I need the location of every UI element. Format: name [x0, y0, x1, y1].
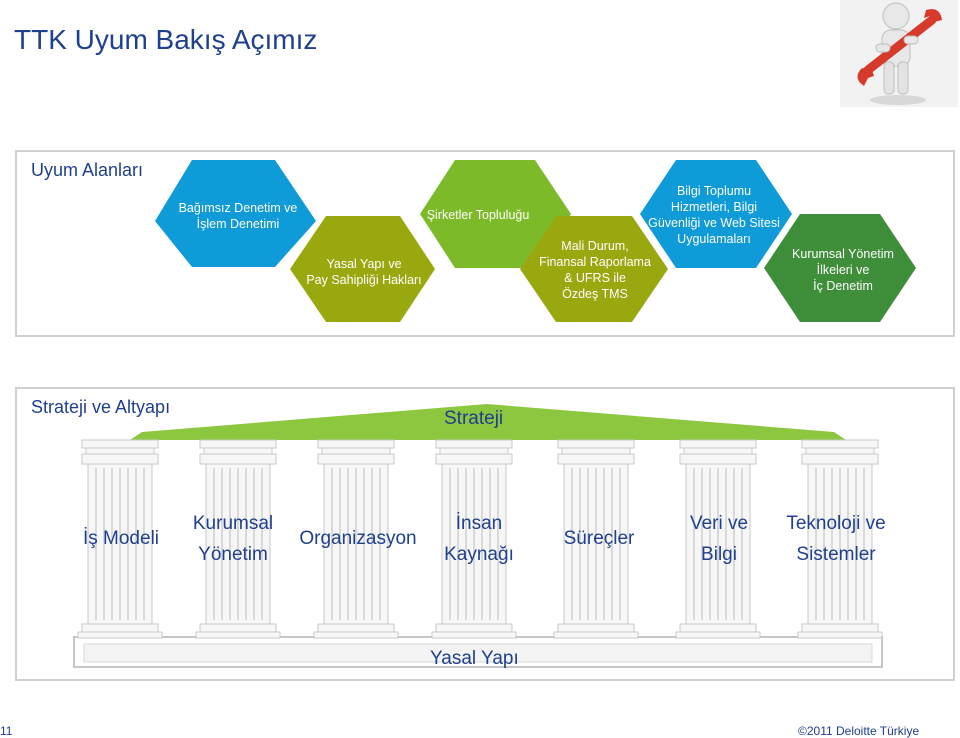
hexagon-6 — [764, 214, 916, 322]
pillar — [313, 439, 399, 639]
hexagon-4-label: Mali Durum, Finansal Raporlama & UFRS il… — [539, 239, 651, 301]
hexagon-graphic — [155, 160, 916, 322]
page-title: TTK Uyum Bakış Açımız — [14, 24, 318, 55]
pillar-label-teknoloji-ve-sistemler: Teknoloji ve Sistemler — [786, 513, 886, 565]
figure-with-wrench-icon — [840, 0, 958, 107]
temple-roof — [130, 404, 846, 440]
pillar — [195, 439, 281, 639]
pillar-label-surecler: Süreçler — [563, 527, 635, 549]
hexagon-1-label: Bağımsız Denetim ve İşlem Denetimi — [178, 201, 298, 231]
hexagon-6-label: Kurumsal Yönetim İlkeleri ve İç Denetim — [792, 247, 894, 293]
hexagon-5 — [640, 160, 792, 268]
hexagon-4 — [520, 216, 668, 322]
page-number: 11 — [0, 724, 13, 738]
hexagon-5-label: Bilgi Toplumu Hizmetleri, Bilgi Güvenliğ… — [648, 184, 780, 246]
hexagon-3-label: Şirketler Topluluğu — [426, 208, 530, 222]
pillar — [675, 439, 761, 639]
pillar-label-veri-ve-bilgi: Veri ve Bilgi — [689, 513, 749, 565]
pillar-label-insan-kaynagi: İnsan Kaynağı — [444, 513, 514, 565]
strateji-roof-label: Strateji — [444, 408, 504, 429]
pillar — [77, 439, 163, 639]
hexagon-2 — [290, 216, 435, 322]
pillar — [797, 439, 883, 639]
pillar — [431, 439, 517, 639]
strateji-heading: Strateji ve Altyapı — [31, 397, 171, 417]
pillar-label-kurumsal-yonetim: Kurumsal Yönetim — [192, 513, 274, 565]
uyum-heading: Uyum Alanları — [31, 160, 144, 180]
pillar — [553, 439, 639, 639]
hexagon-1 — [155, 160, 316, 267]
pillar-label-is-modeli: İş Modeli — [82, 527, 160, 549]
hexagon-2-label: Yasal Yapı ve Pay Sahipliği Hakları — [306, 257, 422, 287]
strateji-base-label: Yasal Yapı — [430, 648, 519, 669]
pillar-label-organizasyon: Organizasyon — [299, 527, 417, 549]
hexagon-3 — [420, 160, 571, 268]
copyright: ©2011 Deloitte Türkiye — [798, 724, 920, 738]
